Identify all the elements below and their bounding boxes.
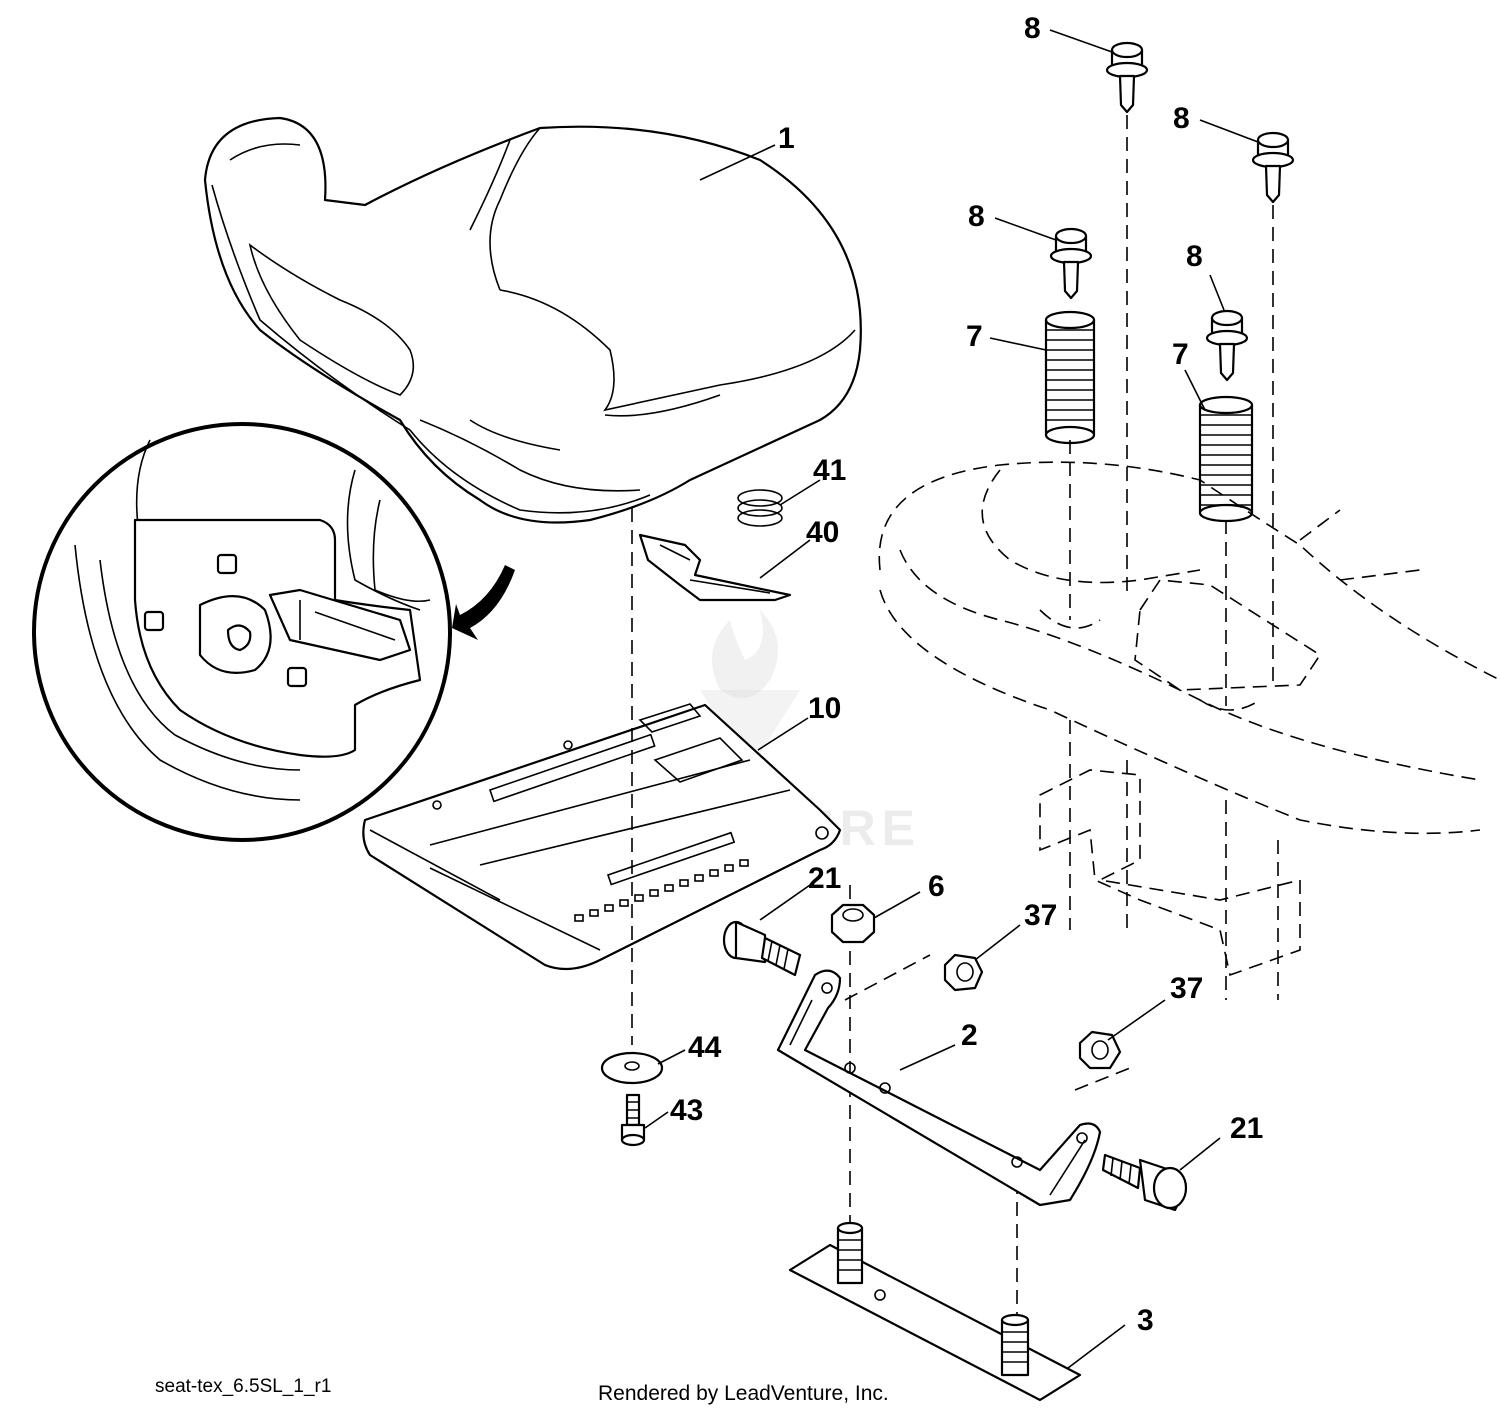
callout-7b: 7 (1172, 338, 1189, 371)
callout-44: 44 (688, 1031, 722, 1064)
bracket-2 (776, 969, 1102, 1207)
callout-1: 1 (778, 122, 795, 155)
bolt-21b (1101, 1153, 1188, 1212)
nut-37b (1078, 1030, 1122, 1070)
nut-37a (943, 953, 984, 992)
bolt-8a (1105, 41, 1149, 114)
spring-41 (737, 489, 783, 527)
callout-8a: 8 (1024, 12, 1041, 45)
callout-8c: 8 (968, 200, 985, 233)
seat-pan (362, 703, 842, 971)
dashed-lines (631, 115, 1500, 1320)
callout-40: 40 (806, 516, 839, 549)
bolt-43 (620, 1093, 646, 1147)
bolt-8c (1049, 227, 1093, 300)
spring-7a (1044, 310, 1096, 445)
bolt-8d (1205, 309, 1249, 382)
nut-6 (830, 903, 876, 944)
detail-inset (32, 422, 515, 842)
drawing-id: seat-tex_6.5SL_1_r1 (155, 1376, 331, 1397)
render-credit: Rendered by LeadVenture, Inc. (598, 1382, 889, 1405)
seat (203, 116, 862, 524)
callout-37a: 37 (1024, 899, 1057, 932)
callout-3: 3 (1137, 1304, 1154, 1337)
callout-43: 43 (670, 1094, 703, 1127)
callout-21a: 21 (808, 862, 841, 895)
spring-7b (1198, 395, 1254, 523)
leader-lines (644, 29, 1259, 1369)
bolt-8b (1251, 131, 1295, 204)
callout-10: 10 (808, 692, 841, 725)
callout-37b: 37 (1170, 972, 1203, 1005)
callout-8b: 8 (1173, 102, 1190, 135)
bolt-21a (722, 920, 802, 977)
callout-2: 2 (961, 1019, 978, 1052)
seat-pan-slots (574, 859, 749, 922)
washer-44 (600, 1051, 664, 1085)
bracket-40 (638, 533, 792, 602)
callout-6: 6 (928, 870, 945, 903)
plate-3 (788, 1221, 1082, 1402)
callout-21b: 21 (1230, 1112, 1263, 1145)
callout-41: 41 (813, 454, 846, 487)
callout-labels: 1 2 3 6 7 7 8 8 8 8 10 21 21 37 37 40 41… (670, 12, 1263, 1337)
callout-7a: 7 (966, 320, 983, 353)
callout-8d: 8 (1186, 240, 1203, 273)
